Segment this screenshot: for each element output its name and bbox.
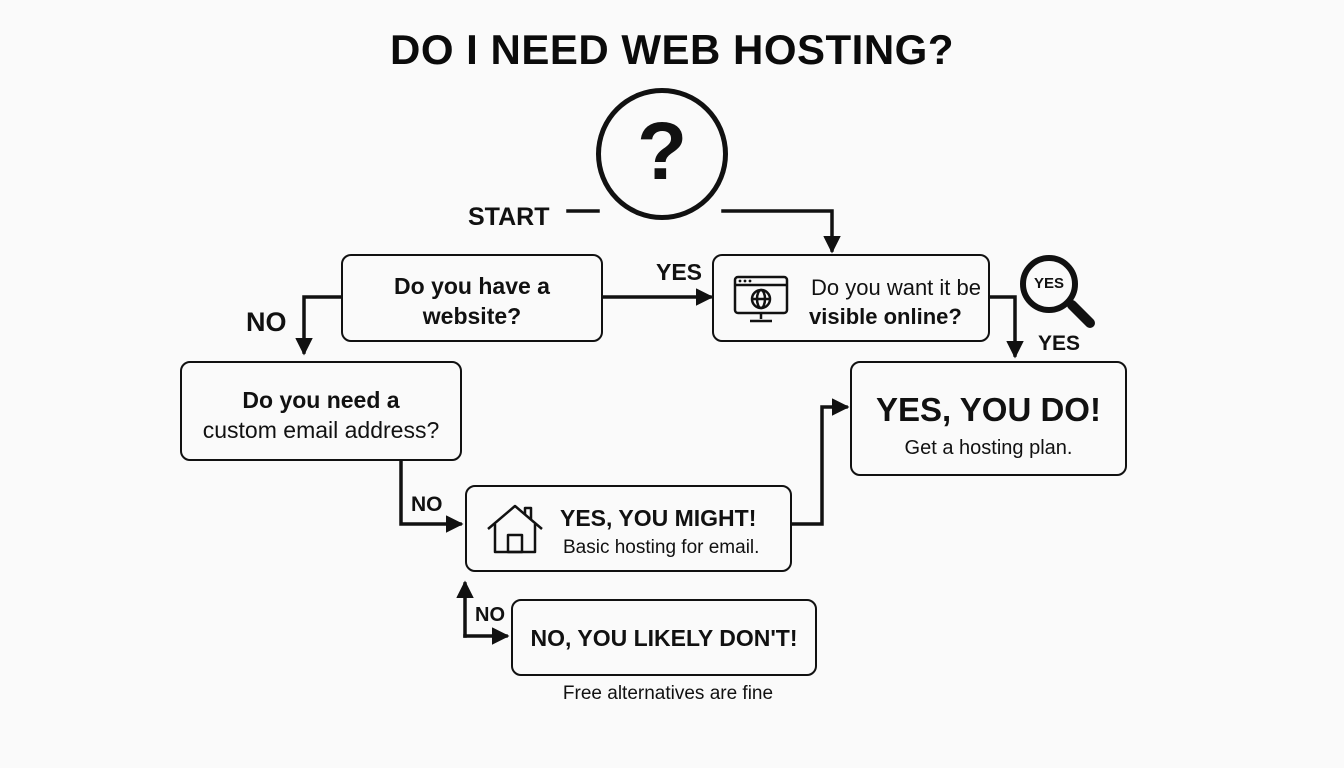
page-title: DO I NEED WEB HOSTING? (389, 26, 954, 73)
question-website-line2: website? (422, 303, 522, 329)
visible-to-yes-arrow (988, 295, 1024, 359)
question-email-line1: Do you need a (242, 387, 400, 413)
house-icon (487, 504, 543, 554)
result-no-caption: Free alternatives are fine (562, 683, 774, 704)
result-yes-sub: Get a hosting plan. (904, 437, 1073, 459)
magnifier-handle (1067, 300, 1095, 328)
label-no-email-2: NO (475, 604, 505, 626)
label-no-website: NO (246, 307, 287, 337)
question-website-box: Do you have a website? (341, 254, 603, 342)
email-to-might-arrow (399, 459, 464, 533)
question-visible-box: Do you want it be visible online? (712, 254, 990, 342)
result-might-headline: YES, YOU MIGHT! (560, 505, 757, 531)
result-might-sub: Basic hosting for email. (563, 537, 760, 558)
question-mark-icon: ? (596, 88, 728, 220)
might-to-yes-arrow (790, 398, 850, 526)
question-email-box: Do you need a custom email address? (180, 361, 462, 461)
question-visible-line1: Do you want it be (811, 275, 981, 300)
label-no-email: NO (411, 493, 443, 516)
question-email-line2: custom email address? (202, 417, 440, 443)
result-might-box: YES, YOU MIGHT! Basic hosting for email. (465, 485, 792, 572)
result-yes-box: YES, YOU DO! Get a hosting plan. (850, 361, 1127, 476)
browser-globe-icon (733, 275, 789, 323)
result-yes-headline: YES, YOU DO! (876, 391, 1101, 428)
result-no-box: NO, YOU LIKELY DON'T! (511, 599, 817, 676)
question-visible-line2: visible online? (809, 304, 962, 329)
label-yes-visible: YES (1038, 332, 1081, 355)
label-start: START (468, 203, 550, 231)
label-yes-website: YES (656, 259, 703, 285)
magnifier-text: YES (1033, 275, 1064, 292)
result-no-headline: NO, YOU LIKELY DON'T! (530, 625, 798, 651)
start-to-visible-arrow (721, 209, 841, 254)
website-to-email-arrow (295, 295, 343, 356)
magnifier-icon: YES (1020, 255, 1078, 313)
question-website-line1: Do you have a (394, 273, 550, 299)
